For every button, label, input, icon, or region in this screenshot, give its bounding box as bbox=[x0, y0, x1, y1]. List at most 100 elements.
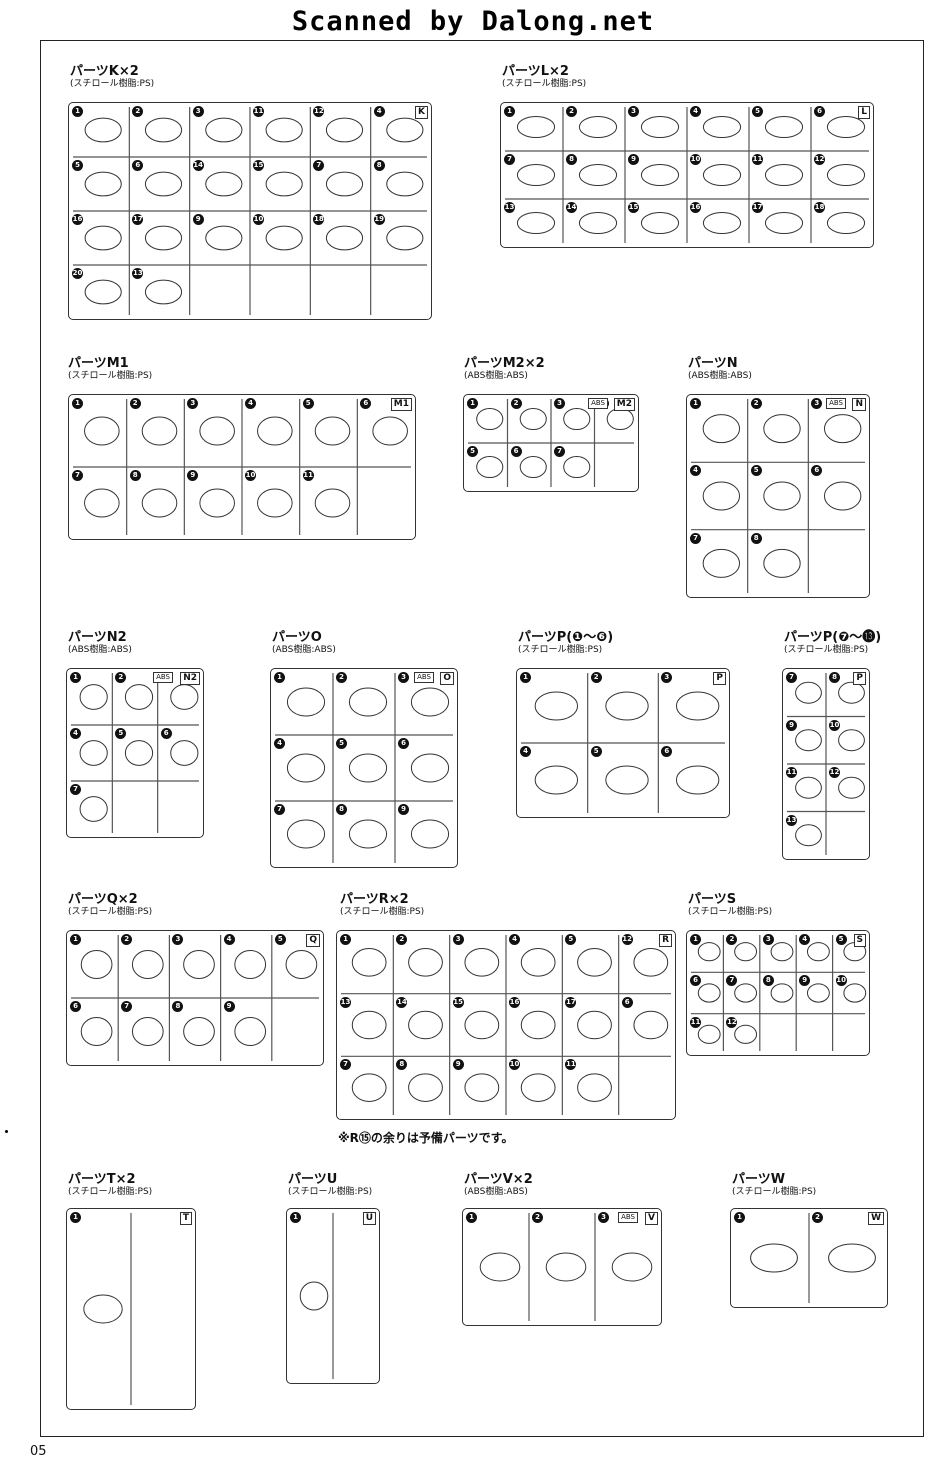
sprue-material: (スチロール樹脂:PS) bbox=[68, 907, 153, 917]
part-sketch bbox=[578, 163, 618, 187]
sprue-heading-u: パーツU(スチロール樹脂:PS) bbox=[288, 1172, 372, 1200]
part-sketch bbox=[545, 1252, 587, 1282]
part-sketch bbox=[516, 163, 556, 187]
sprue-title: パーツM1 bbox=[68, 356, 129, 371]
page-frame bbox=[40, 40, 924, 1437]
part-number: 4 bbox=[799, 934, 811, 945]
part-sketch bbox=[325, 117, 364, 143]
part-sketch bbox=[640, 163, 680, 187]
part-number: 6 bbox=[621, 996, 633, 1008]
sprue-material: (スチロール樹脂:PS) bbox=[68, 1187, 153, 1197]
part-sketch bbox=[205, 117, 243, 143]
sprue-heading-n2: パーツN2(ABS樹脂:ABS) bbox=[68, 630, 132, 658]
part-number: 9 bbox=[192, 214, 204, 225]
part-number: 1 bbox=[70, 1212, 81, 1223]
part-sketch bbox=[734, 942, 758, 962]
part-number: 3 bbox=[628, 106, 639, 117]
part-sketch bbox=[408, 1010, 443, 1040]
part-number: 2 bbox=[532, 1212, 543, 1223]
sprue-letter-tag: L bbox=[858, 106, 870, 119]
part-number: 3 bbox=[554, 398, 565, 409]
part-sketch bbox=[838, 776, 865, 799]
part-number: 15 bbox=[452, 996, 464, 1008]
part-number: 9 bbox=[452, 1059, 464, 1071]
sprue-heading-p2: パーツP(❼〜⓭)(スチロール樹脂:PS) bbox=[784, 630, 881, 658]
part-sketch bbox=[257, 416, 293, 446]
part-number: 6 bbox=[510, 446, 522, 457]
part-sketch bbox=[577, 1010, 612, 1040]
part-sketch bbox=[386, 117, 424, 143]
part-number: 2 bbox=[590, 672, 602, 683]
sprue-heading-m1: パーツM1(スチロール樹脂:PS) bbox=[68, 356, 152, 384]
part-sketch bbox=[257, 488, 293, 518]
part-sketch bbox=[520, 1010, 556, 1040]
part-number: 1 bbox=[466, 1212, 477, 1223]
part-sketch bbox=[464, 1010, 500, 1040]
part-number: 1 bbox=[690, 934, 701, 945]
sprue-heading-l: パーツL×2(スチロール樹脂:PS) bbox=[502, 64, 586, 92]
part-sketch bbox=[577, 1073, 612, 1102]
part-sketch bbox=[519, 407, 547, 431]
part-sketch bbox=[325, 225, 364, 251]
part-sketch bbox=[563, 407, 591, 431]
part-sketch bbox=[476, 407, 504, 431]
part-number: 5 bbox=[72, 160, 83, 171]
part-sketch bbox=[838, 681, 865, 704]
part-number: 12 bbox=[814, 154, 825, 165]
sprue-runners bbox=[521, 673, 725, 813]
part-sketch bbox=[633, 948, 669, 977]
part-sketch bbox=[806, 983, 830, 1003]
part-number: 6 bbox=[132, 160, 144, 171]
part-number: 4 bbox=[509, 934, 520, 945]
part-number: 7 bbox=[726, 975, 738, 987]
sprue-runners bbox=[73, 399, 411, 535]
part-sketch bbox=[750, 1243, 798, 1273]
sprue-heading-r: パーツR×2(スチロール樹脂:PS) bbox=[340, 892, 424, 920]
part-number: 5 bbox=[590, 746, 602, 757]
part-number: 12 bbox=[726, 1016, 738, 1028]
part-sketch bbox=[476, 455, 504, 479]
sprue-heading-w: パーツW(スチロール樹脂:PS) bbox=[732, 1172, 816, 1200]
sprue-title: パーツT×2 bbox=[68, 1172, 136, 1187]
part-number: 9 bbox=[628, 154, 639, 165]
part-number: 13 bbox=[504, 202, 515, 213]
part-sketch bbox=[234, 950, 267, 979]
part-sketch bbox=[286, 753, 326, 783]
sprue-letter-tag: W bbox=[868, 1212, 884, 1225]
part-sketch bbox=[141, 416, 178, 446]
sprue-runners bbox=[691, 935, 867, 1051]
sprue-title: パーツL×2 bbox=[502, 64, 569, 79]
part-number: 8 bbox=[172, 1001, 184, 1012]
part-number: 5 bbox=[835, 934, 847, 945]
part-number: 8 bbox=[829, 672, 840, 683]
sprue-material: (スチロール樹脂:PS) bbox=[784, 645, 869, 655]
part-sketch bbox=[734, 1024, 758, 1044]
sprue-title: パーツN2 bbox=[68, 630, 127, 645]
part-number: 2 bbox=[566, 106, 577, 117]
part-sketch bbox=[675, 765, 720, 795]
sprue-heading-p1: パーツP(❶〜❻)(スチロール樹脂:PS) bbox=[518, 630, 613, 658]
part-number: 7 bbox=[340, 1059, 351, 1071]
part-number: 10 bbox=[829, 719, 840, 731]
part-sketch bbox=[702, 481, 741, 511]
part-number: 7 bbox=[70, 784, 81, 795]
part-sketch bbox=[79, 740, 108, 766]
abs-material-tag: ABS bbox=[153, 672, 173, 683]
part-number: 2 bbox=[129, 398, 141, 409]
sprue-heading-m2: パーツM2×2(ABS樹脂:ABS) bbox=[464, 356, 545, 384]
part-sketch bbox=[84, 171, 122, 197]
part-number: 1 bbox=[274, 672, 285, 683]
part-sketch bbox=[764, 211, 804, 235]
sprue-letter-tag: V bbox=[645, 1212, 658, 1225]
part-sketch bbox=[124, 740, 154, 766]
part-number: 14 bbox=[192, 160, 204, 171]
abs-material-tag: ABS bbox=[826, 398, 846, 409]
part-number: 13 bbox=[132, 268, 144, 279]
part-number: 11 bbox=[565, 1059, 577, 1071]
part-sketch bbox=[386, 171, 424, 197]
part-sketch bbox=[325, 171, 364, 197]
